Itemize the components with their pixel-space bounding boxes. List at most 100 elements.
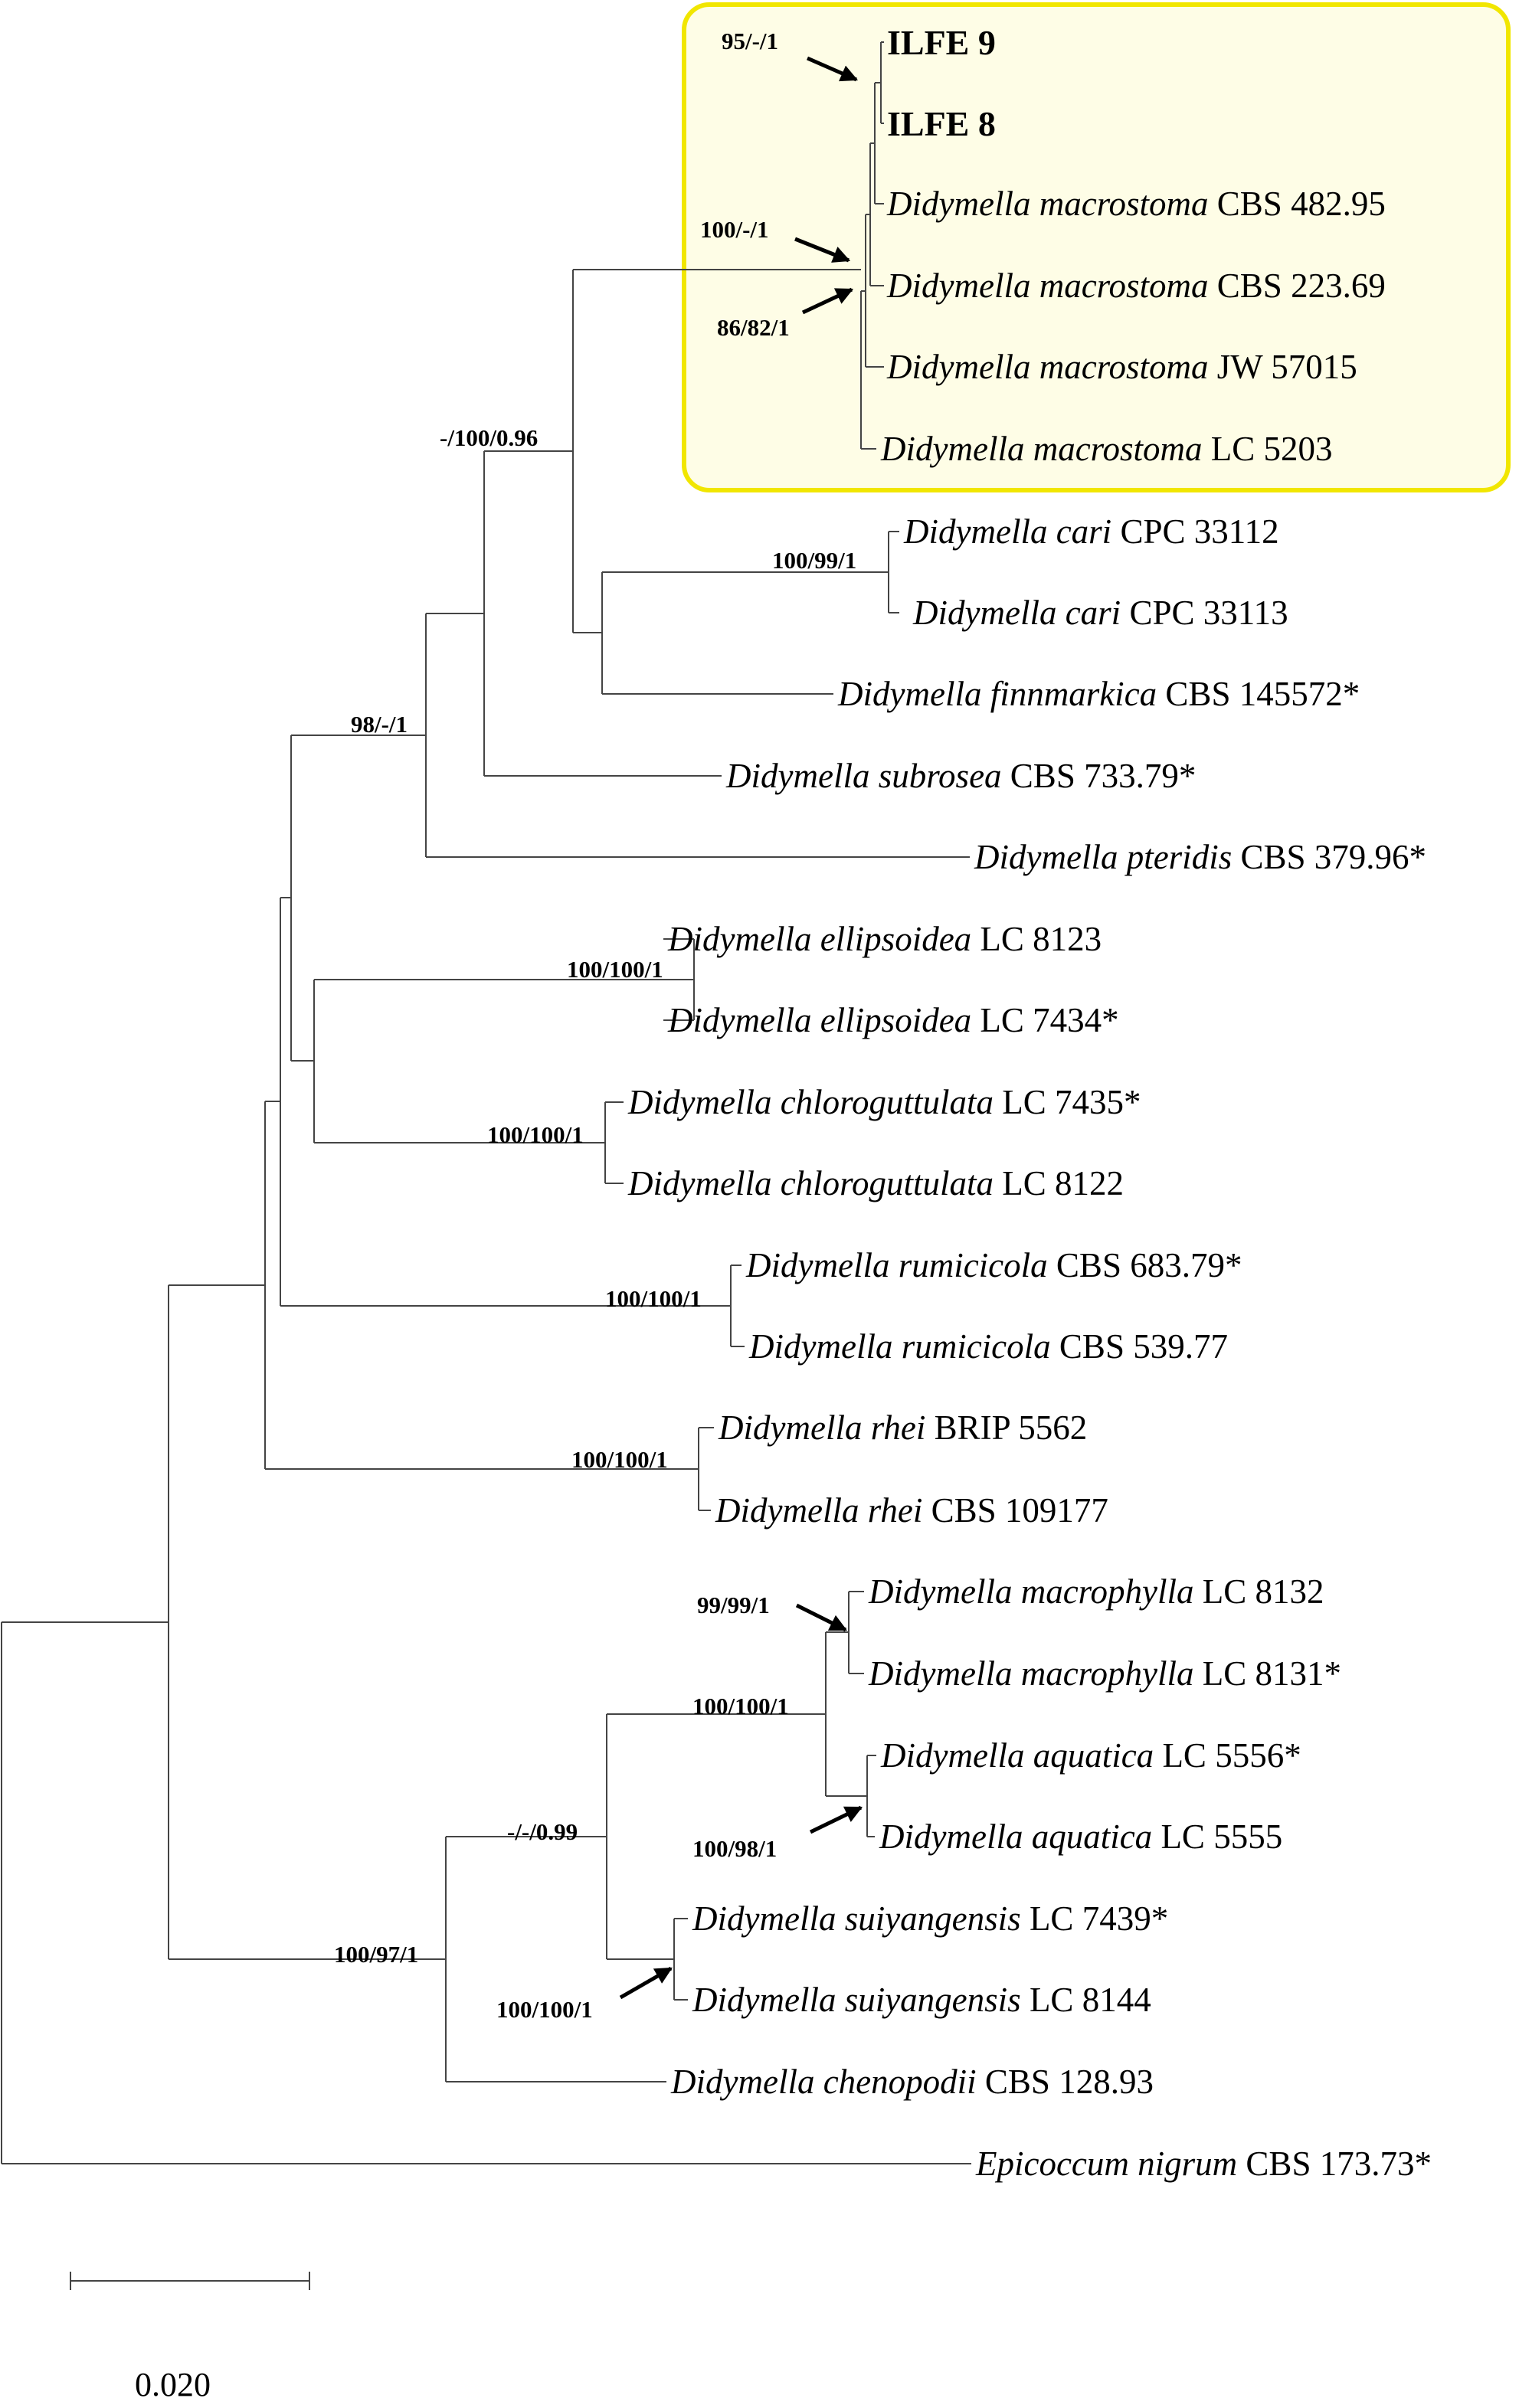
- tip-label-finn: Didymella finnmarkica CBS 145572*: [838, 677, 1360, 712]
- tip-label-ell_8123: Didymella ellipsoidea LC 8123: [668, 922, 1102, 957]
- strain-id: LC 7434*: [980, 1001, 1119, 1039]
- strain-id: JW 57015: [1216, 348, 1357, 386]
- tree-branches: [1, 41, 971, 2164]
- arrow-aq: [809, 1805, 863, 1834]
- species-name: Didymella ellipsoidea: [668, 1001, 972, 1039]
- strain-id: CBS 733.79*: [1010, 757, 1197, 795]
- species-name: Didymella macrophylla: [869, 1572, 1194, 1611]
- arrow-mac-clade: [801, 287, 854, 315]
- species-name: Didymella suiyangensis: [692, 1899, 1021, 1938]
- taxon-label: ILFE 8: [887, 104, 996, 143]
- support-value-s_rhei: 100/100/1: [571, 1446, 668, 1473]
- scale-bar: [70, 2272, 310, 2290]
- tip-label-ilfe9: ILFE 9: [887, 25, 996, 61]
- support-value-s_lower: 100/97/1: [334, 1941, 419, 1968]
- strain-id: BRIP 5562: [934, 1408, 1088, 1447]
- strain-id: LC 8144: [1029, 1981, 1151, 2019]
- species-name: Didymella rhei: [719, 1408, 926, 1447]
- species-name: Didymella suiyangensis: [692, 1981, 1021, 2019]
- tip-label-mac_lc5203: Didymella macrostoma LC 5203: [881, 432, 1333, 466]
- taxon-label: ILFE 9: [887, 23, 996, 62]
- tip-label-mph_8132: Didymella macrophylla LC 8132: [869, 1575, 1324, 1609]
- tip-label-pteridis: Didymella pteridis CBS 379.96*: [974, 840, 1426, 875]
- species-name: Didymella chloroguttulata: [628, 1083, 994, 1121]
- arrow-mac-inner: [794, 237, 851, 263]
- species-name: Didymella chloroguttulata: [628, 1164, 994, 1202]
- strain-id: CPC 33113: [1129, 594, 1288, 632]
- support-value-s_lower_inner: -/-/0.99: [507, 1818, 578, 1845]
- strain-id: CBS 128.93: [984, 2063, 1154, 2101]
- tip-label-cari_33112: Didymella cari CPC 33112: [904, 515, 1279, 549]
- support-value-s_mph_aq: 100/100/1: [692, 1693, 789, 1719]
- tip-label-ilfe8: ILFE 8: [887, 106, 996, 142]
- species-name: Didymella macrophylla: [869, 1654, 1194, 1693]
- species-name: Didymella ellipsoidea: [668, 920, 972, 958]
- tip-label-rhei_109177: Didymella rhei CBS 109177: [715, 1494, 1108, 1528]
- tip-label-aq_5555: Didymella aquatica LC 5555: [879, 1820, 1282, 1854]
- species-name: Didymella pteridis: [974, 838, 1233, 876]
- arrow-ilfe: [806, 56, 859, 82]
- tip-label-ell_7434: Didymella ellipsoidea LC 7434*: [668, 1003, 1119, 1038]
- tip-label-aq_5556: Didymella aquatica LC 5556*: [881, 1739, 1301, 1773]
- tip-label-subrosea: Didymella subrosea CBS 733.79*: [726, 759, 1196, 793]
- tip-label-chl_8122: Didymella chloroguttulata LC 8122: [628, 1166, 1124, 1201]
- support-value-s_sui: 100/100/1: [496, 1996, 593, 2023]
- species-name: Didymella macrostoma: [887, 348, 1209, 386]
- support-value-s_core: 98/-/1: [351, 711, 408, 738]
- species-name: Didymella subrosea: [726, 757, 1002, 795]
- strain-id: LC 5556*: [1162, 1736, 1301, 1775]
- strain-id: CBS 683.79*: [1056, 1246, 1242, 1284]
- strain-id: CBS 145572*: [1165, 675, 1360, 713]
- species-name: Didymella macrostoma: [887, 185, 1209, 223]
- support-value-s_mac_clade: 86/82/1: [717, 314, 790, 341]
- arrow-mph: [795, 1603, 848, 1632]
- tip-label-rhei_5562: Didymella rhei BRIP 5562: [719, 1411, 1087, 1445]
- strain-id: CBS 379.96*: [1240, 838, 1427, 876]
- strain-id: CBS 539.77: [1059, 1327, 1228, 1366]
- species-name: Didymella finnmarkica: [838, 675, 1157, 713]
- tip-label-rum_53977: Didymella rumicicola CBS 539.77: [749, 1330, 1228, 1364]
- tip-label-epicoccum: Epicoccum nigrum CBS 173.73*: [976, 2147, 1432, 2181]
- tip-label-mac_cbs22369: Didymella macrostoma CBS 223.69: [887, 269, 1386, 303]
- tip-label-sui_7439: Didymella suiyangensis LC 7439*: [692, 1902, 1168, 1936]
- tip-label-sui_8144: Didymella suiyangensis LC 8144: [692, 1983, 1151, 2017]
- tip-label-rum_68379: Didymella rumicicola CBS 683.79*: [746, 1248, 1242, 1283]
- tip-label-mph_8131: Didymella macrophylla LC 8131*: [869, 1657, 1341, 1691]
- strain-id: LC 8131*: [1202, 1654, 1342, 1693]
- strain-id: CBS 482.95: [1216, 185, 1386, 223]
- strain-id: LC 7435*: [1002, 1083, 1141, 1121]
- tip-label-mac_cbs48295: Didymella macrostoma CBS 482.95: [887, 187, 1386, 221]
- strain-id: CPC 33112: [1120, 512, 1279, 551]
- tip-label-cheno: Didymella chenopodii CBS 128.93: [671, 2065, 1154, 2099]
- scale-bar-label: 0.020: [135, 2366, 211, 2403]
- species-name: Didymella aquatica: [881, 1736, 1154, 1775]
- support-value-s_ilfe: 95/-/1: [722, 28, 779, 54]
- species-name: Didymella macrostoma: [887, 267, 1209, 305]
- strain-id: LC 8132: [1202, 1572, 1324, 1611]
- support-value-s_upper: -/100/0.96: [440, 424, 539, 451]
- support-arrows: [619, 56, 863, 2000]
- support-value-s_mph: 99/99/1: [697, 1592, 770, 1618]
- support-value-s_rum: 100/100/1: [605, 1285, 702, 1312]
- support-value-s_mac_inner: 100/-/1: [700, 216, 769, 243]
- species-name: Didymella cari: [913, 594, 1121, 632]
- strain-id: LC 5203: [1210, 430, 1333, 468]
- tip-label-mac_jw57015: Didymella macrostoma JW 57015: [887, 350, 1357, 384]
- strain-id: LC 8123: [980, 920, 1102, 958]
- strain-id: LC 8122: [1002, 1164, 1125, 1202]
- species-name: Didymella macrostoma: [881, 430, 1203, 468]
- strain-id: LC 7439*: [1029, 1899, 1169, 1938]
- arrow-sui: [619, 1966, 673, 2000]
- species-name: Didymella aquatica: [879, 1817, 1153, 1856]
- species-name: Didymella rumicicola: [746, 1246, 1048, 1284]
- strain-id: CBS 223.69: [1216, 267, 1386, 305]
- species-name: Epicoccum nigrum: [976, 2145, 1238, 2183]
- species-name: Didymella rhei: [715, 1491, 923, 1530]
- support-value-s_ell: 100/100/1: [567, 956, 663, 983]
- tip-label-chl_7435: Didymella chloroguttulata LC 7435*: [628, 1085, 1141, 1120]
- species-name: Didymella rumicicola: [749, 1327, 1051, 1366]
- strain-id: CBS 109177: [931, 1491, 1108, 1530]
- species-name: Didymella chenopodii: [671, 2063, 977, 2101]
